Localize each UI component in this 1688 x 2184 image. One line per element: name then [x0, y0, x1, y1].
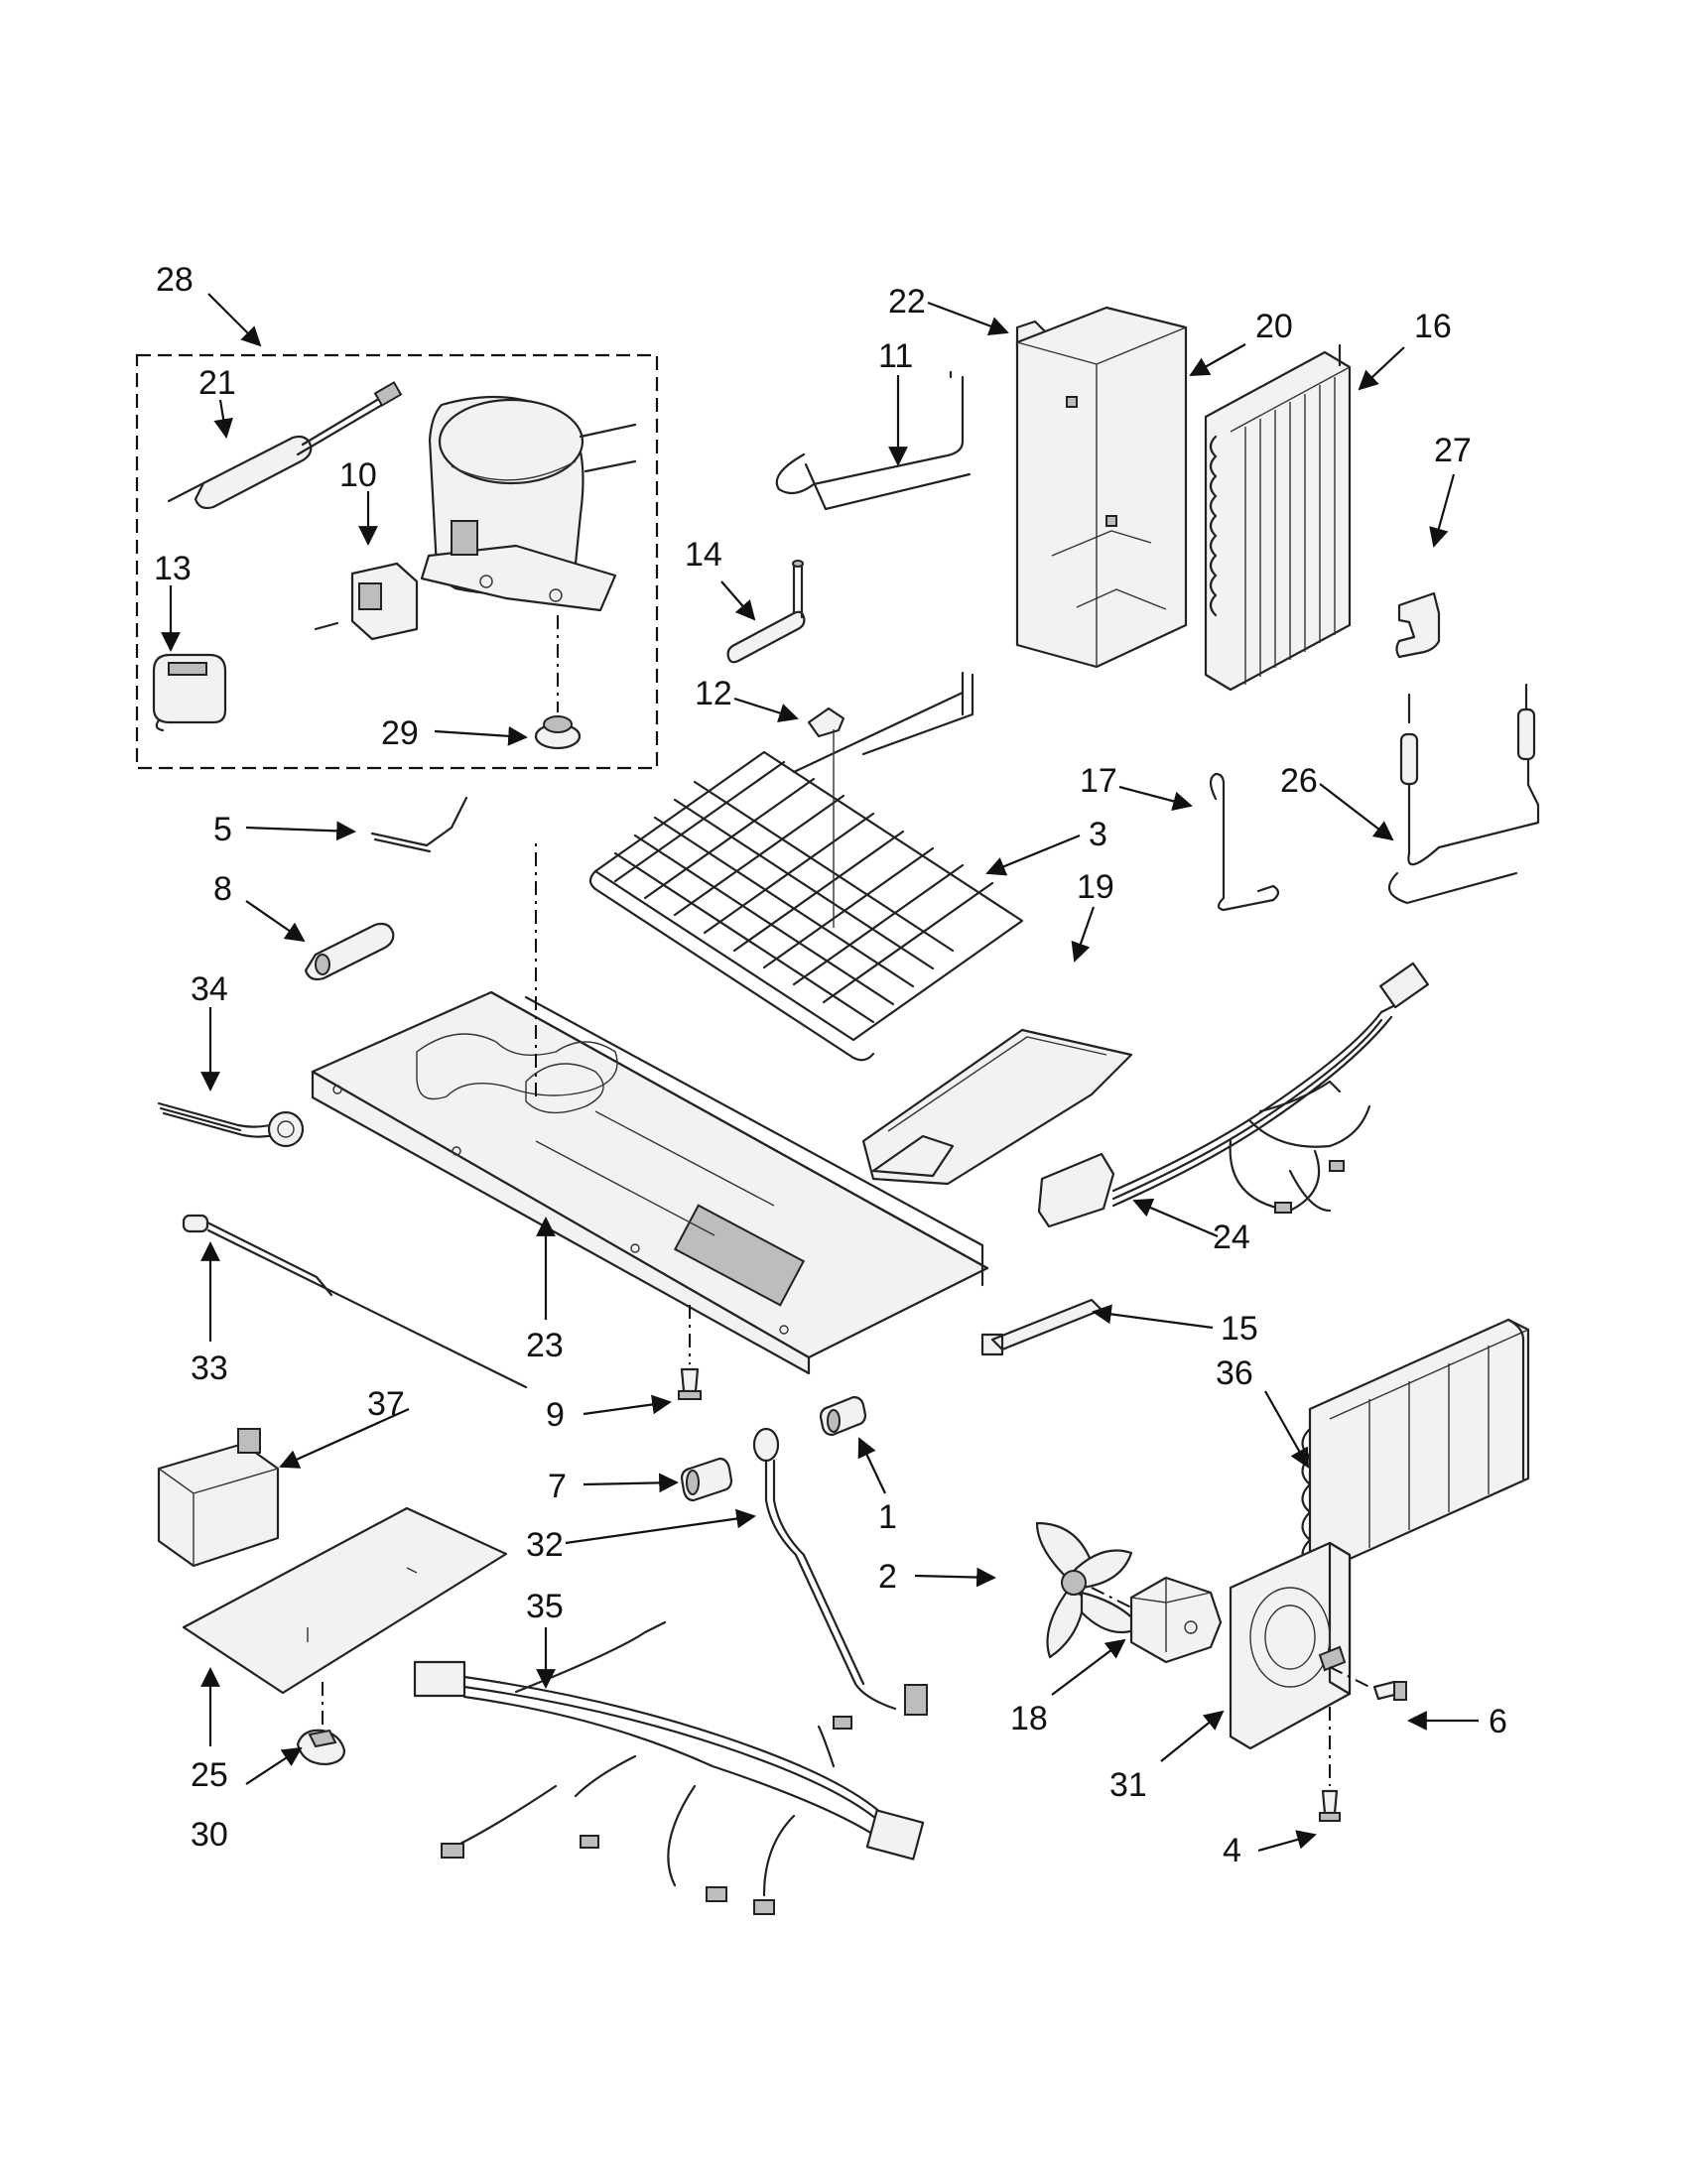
callout-37: 37: [367, 1385, 405, 1423]
callout-29: 29: [381, 714, 419, 752]
callout-27: 27: [1434, 432, 1472, 469]
callout-21: 21: [198, 364, 236, 402]
callout-28: 28: [156, 261, 194, 299]
duct-20-part: [1015, 306, 1188, 669]
tube-14-part: [726, 560, 806, 664]
screw-4-part: [1319, 1707, 1341, 1822]
coil-3-part: [588, 671, 1024, 1062]
callout-2: 2: [878, 1558, 897, 1596]
fitting-7-part: [680, 1457, 733, 1502]
compressor-part: [420, 395, 637, 612]
callout-19: 19: [1077, 868, 1114, 906]
callout-20: 20: [1255, 308, 1293, 345]
module-37-part: [157, 1428, 280, 1568]
callout-16: 16: [1414, 308, 1452, 345]
callout-6: 6: [1489, 1703, 1507, 1740]
compressor-kit-box: [135, 353, 659, 770]
sensor-33-part: [182, 1214, 528, 1389]
fan-shroud-part: [1229, 1541, 1352, 1750]
fan-motor-part: [1091, 1576, 1223, 1664]
base-pan-part: [311, 843, 989, 1375]
callout-4: 4: [1223, 1832, 1241, 1869]
condenser-36-part: [1301, 1318, 1530, 1570]
overload-part: [152, 653, 227, 732]
callout-22: 22: [888, 283, 926, 321]
callout-12: 12: [695, 675, 732, 712]
callout-23: 23: [526, 1327, 564, 1364]
fitting-1-part: [819, 1395, 867, 1437]
drain-pan-part: [861, 1028, 1133, 1186]
callout-8: 8: [213, 870, 232, 908]
sleeve-8-part: [304, 922, 395, 981]
callout-3: 3: [1089, 816, 1107, 853]
plate-25-part: [182, 1506, 508, 1727]
tube-5-part: [370, 796, 468, 853]
callout-26: 26: [1280, 762, 1318, 800]
clip-12-part: [807, 707, 845, 738]
harness-35-part: [413, 1620, 925, 1915]
screw-6-part: [1329, 1666, 1407, 1701]
callout-33: 33: [191, 1349, 228, 1387]
callout-labels: 28 21 10 13 29 5 8 34 33 23 9 37 7 32 35…: [154, 261, 1507, 1869]
callout-13: 13: [154, 550, 192, 587]
harness-24-part: [1037, 962, 1429, 1228]
callout-9: 9: [546, 1396, 565, 1434]
callout-34: 34: [191, 970, 228, 1008]
callout-10: 10: [339, 456, 377, 494]
callout-32: 32: [526, 1526, 564, 1564]
grommet-part: [534, 615, 582, 750]
callout-30: 30: [191, 1816, 228, 1854]
leader-lines: [161, 293, 1479, 1853]
callout-7: 7: [548, 1468, 567, 1505]
tube-17-part: [1209, 772, 1280, 912]
callout-35: 35: [526, 1588, 564, 1625]
callout-24: 24: [1213, 1219, 1250, 1256]
callout-36: 36: [1216, 1354, 1253, 1392]
tube-32-part: [752, 1427, 928, 1716]
callout-18: 18: [1010, 1700, 1048, 1737]
harness-34-part: [157, 1101, 305, 1148]
callout-25: 25: [191, 1756, 228, 1794]
bracket-27-part: [1395, 591, 1441, 659]
callout-5: 5: [213, 811, 232, 848]
drier-part: [167, 381, 403, 510]
callout-15: 15: [1221, 1310, 1258, 1348]
clip-30-part: [296, 1729, 346, 1766]
fan-blade-part: [1035, 1521, 1143, 1659]
evaporator-16-part: [1204, 343, 1352, 692]
callout-31: 31: [1109, 1766, 1147, 1804]
callout-14: 14: [685, 536, 722, 574]
callout-17: 17: [1080, 762, 1117, 800]
relay-part: [314, 562, 419, 641]
screw-9-part: [678, 1305, 702, 1400]
drier-26-part: [1387, 683, 1540, 905]
callout-11: 11: [878, 337, 913, 375]
tube-11-part: [775, 370, 972, 511]
tie-strap-part: [980, 1298, 1104, 1356]
callout-1: 1: [878, 1498, 897, 1536]
